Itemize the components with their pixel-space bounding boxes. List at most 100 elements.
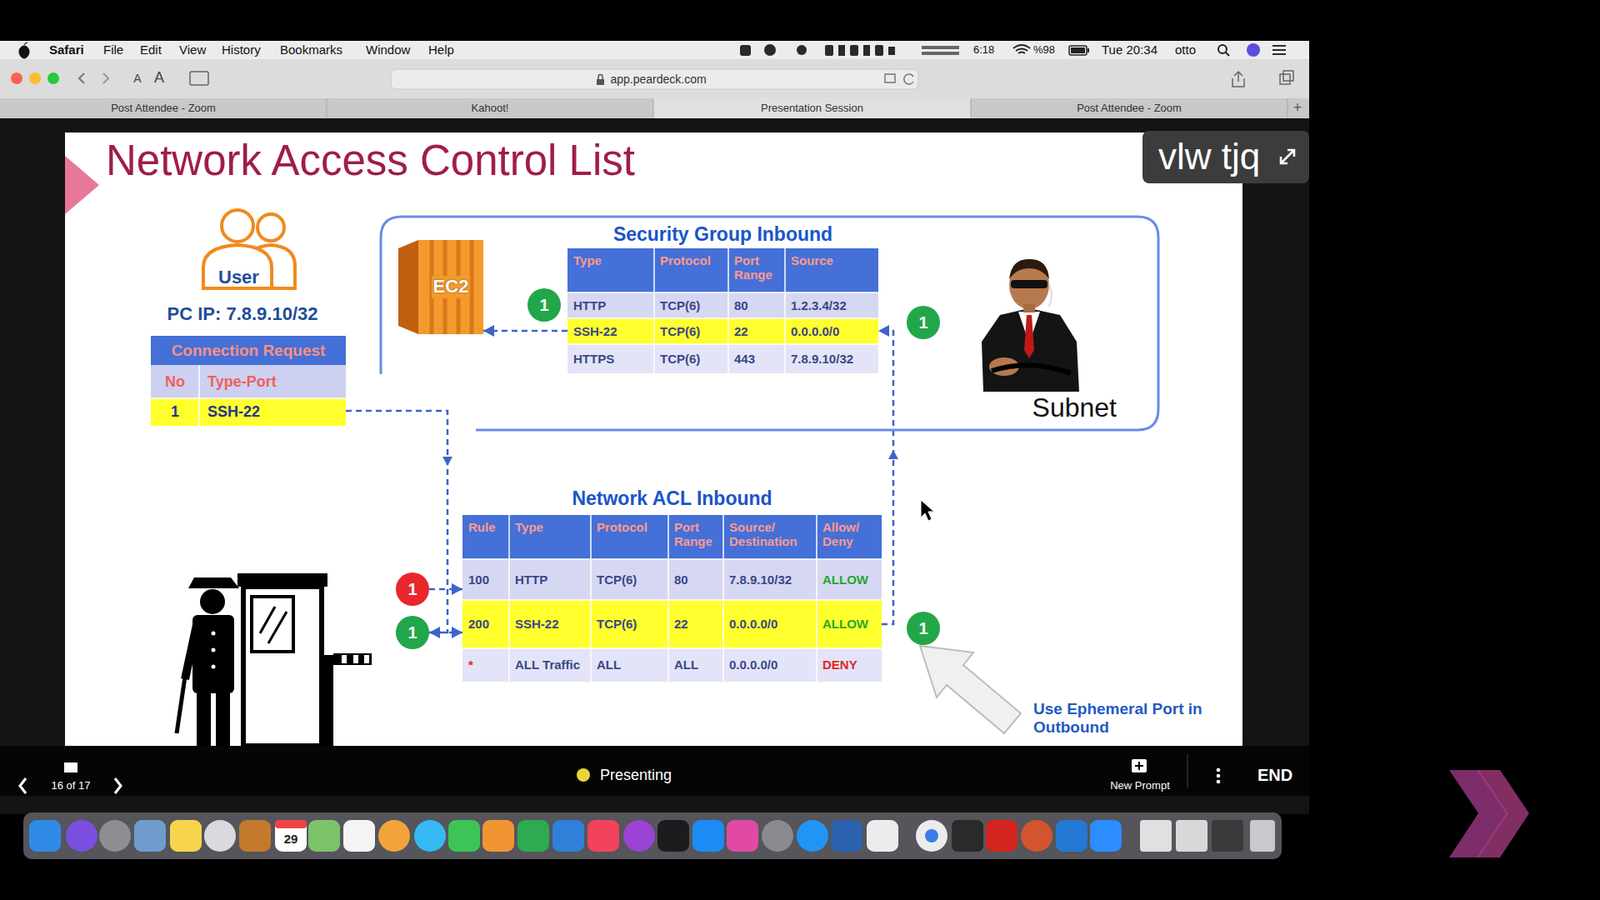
- presenter-bar: [0, 745, 1310, 796]
- node-label: User: [217, 268, 260, 287]
- table-cell: 100: [462, 559, 510, 600]
- arrowhead: [483, 325, 495, 337]
- channel-logo: [1449, 770, 1530, 858]
- slides-icon: [64, 762, 78, 773]
- dashed-connector: [483, 325, 568, 337]
- node-label: 1: [918, 314, 928, 331]
- table-cell: 7.8.9.10/32: [785, 344, 879, 374]
- table-cell: HTTP: [567, 292, 655, 319]
- new-prompt-icon: [1131, 759, 1147, 773]
- text-size-button: A: [150, 68, 168, 88]
- more-menu: [1216, 768, 1221, 785]
- sidebar-button: [190, 71, 209, 85]
- table-cell: 80: [668, 559, 724, 600]
- table-cell: ALL: [590, 648, 669, 682]
- table-cell: 22: [668, 600, 724, 649]
- next-button: [115, 778, 121, 794]
- tabs-icon: [1280, 74, 1290, 85]
- close-button: [10, 72, 23, 85]
- menu-item: Window: [365, 41, 421, 59]
- connector-line: [878, 330, 894, 625]
- table-header-cell: No: [150, 365, 200, 399]
- arrowhead: [878, 325, 890, 337]
- new-tab-button: +: [1289, 98, 1306, 117]
- callout-circle: 1: [906, 611, 940, 645]
- bodyguard-figure: [981, 259, 1080, 392]
- dashed-connector: [429, 583, 463, 595]
- node-label: EC2: [431, 275, 471, 298]
- nacl-table-grid: [462, 515, 882, 682]
- callout-circle: 1: [395, 615, 430, 650]
- tab-title: Presentation Session: [653, 100, 971, 116]
- menu-item: Safari: [49, 41, 100, 59]
- table-cell: TCP(6): [654, 318, 729, 345]
- status-icons: [740, 43, 1286, 57]
- subnet-boundary: SubnetEC2Security Group Inbound11: [379, 215, 1160, 432]
- table-header-cell: Port Range: [728, 248, 785, 293]
- toolbar-text: Presenting: [600, 765, 700, 785]
- reload-icon: [904, 74, 914, 85]
- table-cell: 0.0.0.0/0: [723, 600, 817, 649]
- table-cell: HTTPS: [567, 344, 655, 374]
- node-label: Connection Request: [171, 340, 326, 360]
- overlay-box: [1142, 130, 1310, 184]
- back-button: [79, 73, 85, 84]
- slide: [65, 132, 1243, 746]
- connector-line: [345, 410, 448, 633]
- table-cell: TCP(6): [654, 344, 729, 374]
- status-text: 6:18: [973, 42, 1007, 59]
- toolbar: [0, 59, 1310, 99]
- node-label: 1: [407, 580, 417, 598]
- table-cell: SSH-22: [199, 398, 346, 426]
- toolbar-text: 16 of 17: [43, 778, 99, 794]
- minimize-button: [29, 72, 41, 85]
- ec2-icon: EC2: [398, 236, 484, 338]
- arrowhead: [451, 626, 463, 639]
- table-cell: 0.0.0.0/0: [785, 318, 879, 345]
- node-label: 1: [539, 296, 549, 314]
- reader-icon: [885, 74, 895, 83]
- menu-item: File: [103, 41, 137, 59]
- table-cell: 80: [728, 292, 785, 319]
- dashed-connector: [345, 410, 448, 639]
- dock-icons: [29, 820, 1275, 852]
- toolbar-text: New Prompt: [1100, 778, 1180, 794]
- toolbar-button: END: [1250, 765, 1300, 785]
- node-label: 1: [407, 624, 417, 641]
- ec2-stripes: [431, 240, 472, 335]
- table-cell: ALLOW: [816, 600, 882, 649]
- table-header-cell: Protocol: [590, 515, 669, 560]
- table-cell: 200: [462, 600, 510, 649]
- table-header-cell: Port Range: [668, 515, 724, 560]
- menu-item: Tue 20:34: [1101, 41, 1172, 59]
- table-cell: TCP(6): [654, 292, 729, 319]
- tab-separators: [326, 98, 1288, 119]
- table-header-cell: Protocol: [654, 248, 729, 293]
- slide-title: Network Access Control List: [105, 137, 635, 185]
- node-label: Network ACL Inbound: [571, 487, 772, 510]
- browser-content: [0, 118, 1310, 815]
- table-header-cell: Rule: [462, 515, 510, 560]
- table-cell: 1: [150, 398, 200, 426]
- callout-circle: 1: [395, 572, 430, 606]
- hint-arrow: [920, 645, 1021, 734]
- video-overlay-name: vlw tjq: [1146, 133, 1272, 180]
- forward-button: [103, 73, 109, 84]
- tab-title: Post Attendee - Zoom: [970, 100, 1288, 116]
- lock-icon: [596, 79, 605, 85]
- share-icon: [1232, 71, 1245, 87]
- arrowhead: [451, 583, 463, 595]
- table-cell: SSH-22: [509, 600, 591, 649]
- user-icon: User: [191, 207, 306, 291]
- security-group-table-grid: [567, 248, 879, 374]
- checkpoint-guard: [176, 573, 372, 746]
- mouse-cursor: [920, 500, 935, 521]
- lock-icon: [598, 75, 603, 80]
- subnet-border: [380, 216, 1159, 430]
- ec2-front: [418, 240, 484, 335]
- table-cell: 7.8.9.10/32: [723, 559, 817, 600]
- dashed-connector: [878, 325, 894, 625]
